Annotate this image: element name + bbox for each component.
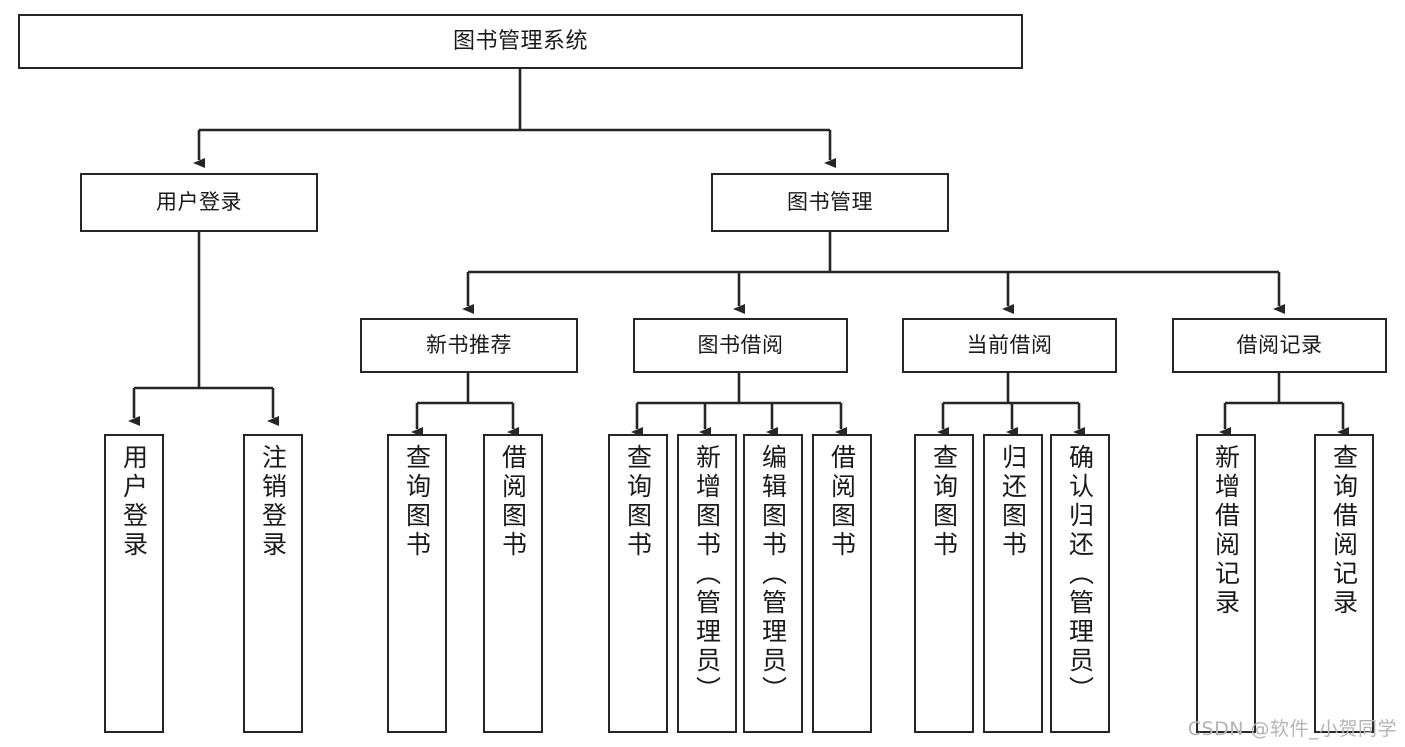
node-label: 图书借阅 [697, 333, 784, 358]
node-leaf-borrow-book-borrow[interactable]: 借阅图书 [812, 434, 872, 733]
node-label: 新增借阅记录 [1211, 444, 1241, 618]
node-label: 当前借阅 [966, 333, 1053, 358]
node-label: 图书管理系统 [452, 28, 588, 54]
node-label: 归还图书 [998, 444, 1028, 560]
node-label: 用户登录 [156, 190, 242, 215]
node-leaf-query-book-current[interactable]: 查询图书 [914, 434, 974, 733]
node-root-book-management-system[interactable]: 图书管理系统 [18, 14, 1023, 69]
node-leaf-query-book-borrow[interactable]: 查询图书 [608, 434, 668, 733]
node-label: 用户登录 [119, 444, 149, 560]
node-user-login[interactable]: 用户登录 [80, 173, 318, 232]
node-leaf-user-logout[interactable]: 注销登录 [243, 434, 303, 733]
node-leaf-return-book[interactable]: 归还图书 [983, 434, 1043, 733]
watermark-text: CSDN @软件_小贺同学 [1187, 718, 1397, 740]
node-label: 借阅图书 [498, 444, 528, 560]
node-label: 注销登录 [258, 444, 288, 560]
node-label: 借阅记录 [1236, 333, 1323, 358]
node-leaf-query-book-new[interactable]: 查询图书 [387, 434, 447, 733]
node-leaf-confirm-return-admin[interactable]: 确认归还（管理员） [1050, 434, 1110, 733]
node-label: 新增图书（管理员） [692, 444, 722, 705]
node-label: 查询图书 [623, 444, 653, 560]
node-leaf-query-borrow-record[interactable]: 查询借阅记录 [1314, 434, 1374, 733]
node-label: 查询图书 [402, 444, 432, 560]
node-label: 图书管理 [787, 190, 873, 215]
node-borrow-record[interactable]: 借阅记录 [1172, 318, 1387, 373]
node-leaf-edit-book-admin[interactable]: 编辑图书（管理员） [743, 434, 803, 733]
node-book-management[interactable]: 图书管理 [711, 173, 949, 232]
node-label: 新书推荐 [426, 333, 512, 358]
node-label: 确认归还（管理员） [1065, 444, 1095, 705]
node-leaf-add-borrow-record[interactable]: 新增借阅记录 [1196, 434, 1256, 733]
node-label: 编辑图书（管理员） [758, 444, 788, 705]
node-label: 借阅图书 [827, 444, 857, 560]
node-current-borrow[interactable]: 当前借阅 [902, 318, 1117, 373]
node-new-book-recommendation[interactable]: 新书推荐 [360, 318, 578, 373]
node-leaf-add-book-admin[interactable]: 新增图书（管理员） [677, 434, 737, 733]
node-label: 查询图书 [929, 444, 959, 560]
node-label: 查询借阅记录 [1329, 444, 1359, 618]
node-leaf-user-login[interactable]: 用户登录 [104, 434, 164, 733]
node-book-borrow[interactable]: 图书借阅 [633, 318, 848, 373]
node-leaf-borrow-book-new[interactable]: 借阅图书 [483, 434, 543, 733]
